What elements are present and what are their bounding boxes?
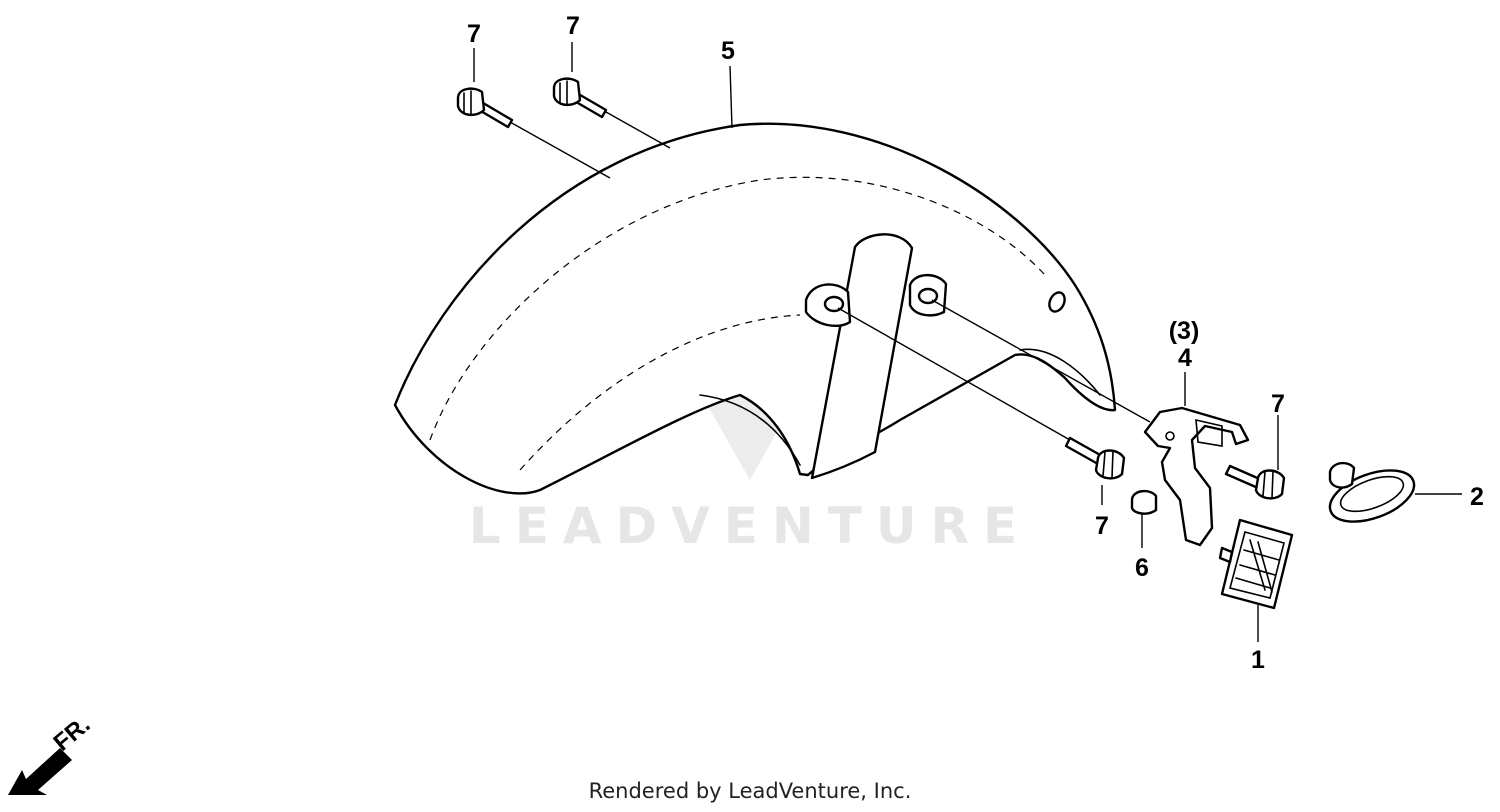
bolt-right (1224, 464, 1286, 500)
callout-6: 6 (1135, 554, 1149, 582)
reflector-bracket (1143, 406, 1250, 547)
callout-1: 1 (1251, 646, 1265, 674)
nut (1130, 489, 1158, 515)
direction-label: FR. (49, 711, 96, 757)
bolt-bottom (1064, 436, 1126, 480)
callout-7-bottom: 7 (1095, 512, 1109, 540)
callout-3: (3) (1169, 317, 1200, 345)
watermark-text: LEADVENTURE (469, 497, 1031, 555)
leader-lines (473, 42, 1462, 642)
callout-7-top-left: 7 (467, 20, 481, 48)
front-arrow-icon (8, 748, 72, 795)
bolt-top-mid (552, 77, 608, 119)
callout-7-right: 7 (1271, 390, 1285, 418)
callout-5: 5 (721, 37, 735, 65)
callout-4: 4 (1178, 344, 1192, 372)
callout-2: 2 (1470, 483, 1484, 511)
callout-7-top-mid: 7 (566, 12, 580, 40)
reflector (1218, 518, 1294, 610)
bolt-top-left (456, 87, 514, 129)
side-reflector (1328, 461, 1416, 523)
front-fender (393, 122, 1117, 495)
callouts: 7 7 5 (3) 4 7 2 7 6 1 (467, 12, 1484, 674)
footer-credit: Rendered by LeadVenture, Inc. (588, 779, 912, 803)
